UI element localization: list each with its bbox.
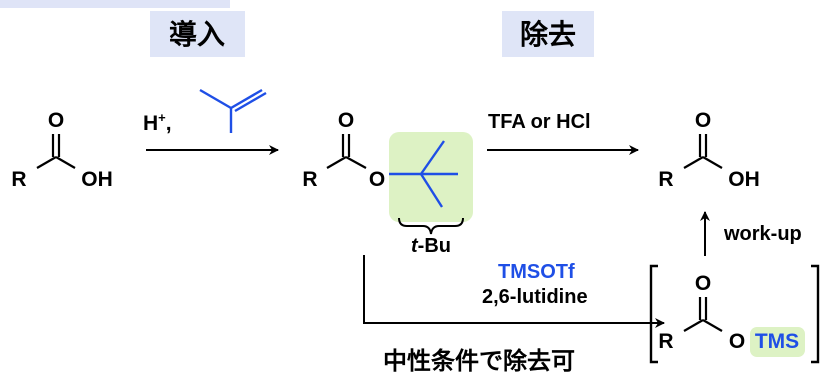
top-strip xyxy=(0,0,230,8)
acid-reagent-label: TFA or HCl xyxy=(488,111,591,133)
ester-carbonyl-o-label: O xyxy=(338,109,354,132)
ester-r-label: R xyxy=(302,168,317,191)
workup-label: work-up xyxy=(723,223,802,245)
product-hydroxyl-label: OH xyxy=(728,168,760,191)
footer-note: 中性条件で除去可 xyxy=(383,347,575,375)
r-bond xyxy=(36,156,57,169)
tms-carbonyl-o-label: O xyxy=(695,272,711,295)
tbu-label: t-Bu xyxy=(411,235,451,257)
lutidine-label: 2,6-lutidine xyxy=(482,286,588,308)
tms-label: TMS xyxy=(755,330,799,353)
arrow-neutral-removal xyxy=(363,255,665,328)
heading-box-removal xyxy=(502,11,594,57)
carboxylic-acid-product: O R OH xyxy=(658,109,759,191)
heading-introduction: 導入 xyxy=(169,18,225,51)
tms-o-bond xyxy=(702,319,723,332)
tbu-ester: O R O t-Bu xyxy=(302,109,464,257)
product-carbonyl-o-label: O xyxy=(695,109,711,132)
tms-r-label: R xyxy=(658,330,673,353)
r-group-label: R xyxy=(11,168,26,191)
ester-o-bond xyxy=(345,156,367,169)
isobutylene-structure xyxy=(199,88,267,133)
tbu-skeleton xyxy=(389,140,458,208)
tms-ester-intermediate: O R O TMS xyxy=(649,264,820,364)
left-bracket xyxy=(649,264,658,364)
product-r-bond xyxy=(683,156,704,169)
oh-bond xyxy=(55,156,76,169)
proton-label: H+, xyxy=(143,110,172,135)
hydroxyl-label: OH xyxy=(81,168,113,191)
tms-ester-o-label: O xyxy=(729,330,745,353)
right-bracket xyxy=(811,264,820,364)
ester-r-bond xyxy=(326,156,347,169)
carbonyl-o-label: O xyxy=(48,109,64,132)
heading-box-introduction xyxy=(150,11,245,57)
tms-r-bond xyxy=(683,319,704,332)
product-oh-bond xyxy=(702,156,723,169)
tmsotf-label: TMSOTf xyxy=(498,261,575,283)
tbu-highlight xyxy=(389,132,473,222)
ester-o-label: O xyxy=(369,168,385,191)
product-r-label: R xyxy=(658,168,673,191)
carboxylic-acid-start: O R OH xyxy=(11,109,112,191)
tbu-brace xyxy=(398,217,464,235)
tms-highlight xyxy=(750,327,805,357)
heading-removal: 除去 xyxy=(520,18,576,51)
